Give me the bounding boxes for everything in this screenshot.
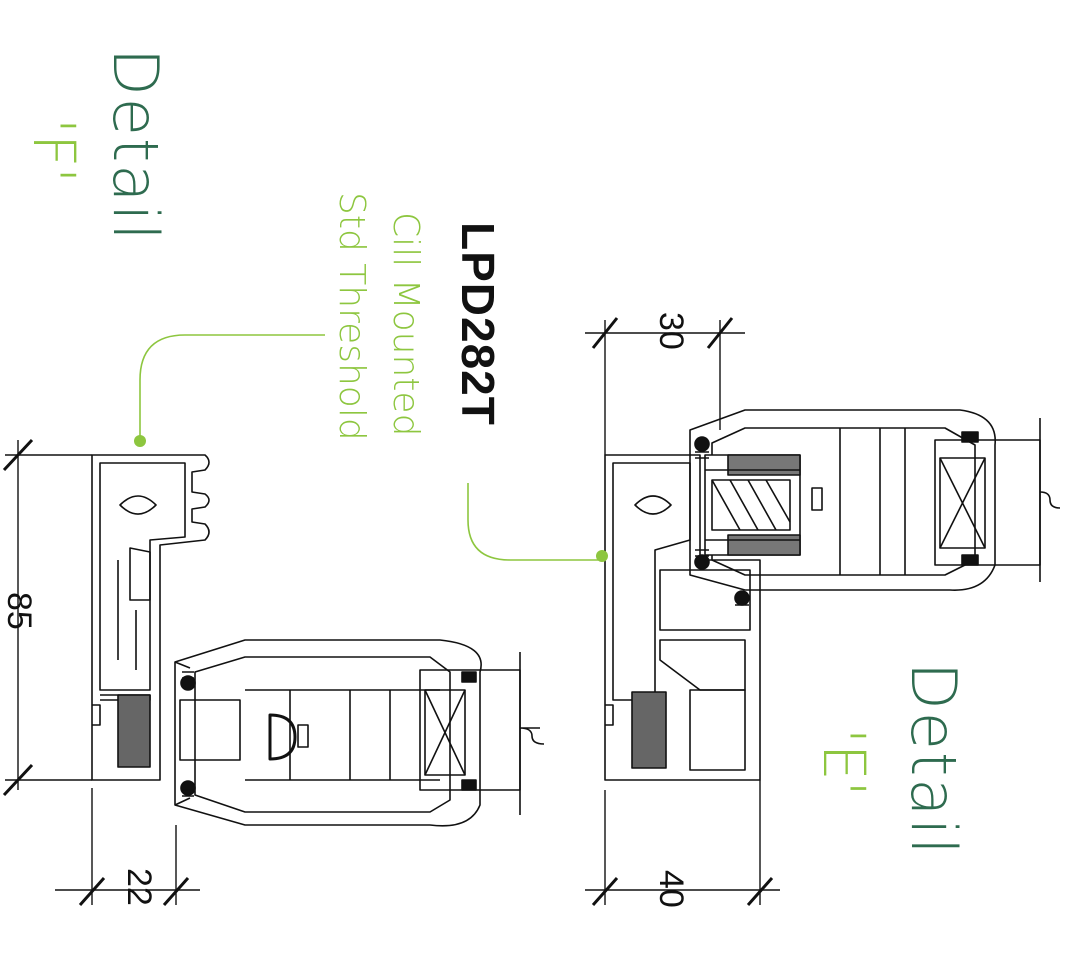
model-number: LPD282T	[452, 222, 504, 426]
detail-e-letter: 'E'	[810, 728, 878, 797]
callout-line-1: Cill Mounted	[385, 212, 426, 437]
callout-dot-f	[134, 435, 146, 447]
dimension-lines	[2, 317, 780, 906]
dim-f-height: 85	[0, 592, 38, 630]
detail-e-thermal-insert	[631, 691, 667, 769]
detail-f-section	[91, 454, 545, 827]
dim-e-top: 30	[652, 312, 690, 350]
detail-f-thermal-insert	[117, 694, 151, 768]
dim-e-bottom: 40	[652, 870, 690, 908]
dim-f-bottom: 22	[120, 868, 158, 906]
callout-line-2: Std Threshold	[331, 192, 372, 441]
callout-leaders	[139, 334, 602, 561]
callout-dot-e	[596, 550, 608, 562]
detail-f-letter: 'F'	[20, 118, 88, 184]
detail-e-section	[604, 409, 1061, 781]
detail-f-title: Detail	[99, 48, 172, 243]
detail-e-title: Detail	[897, 662, 970, 857]
